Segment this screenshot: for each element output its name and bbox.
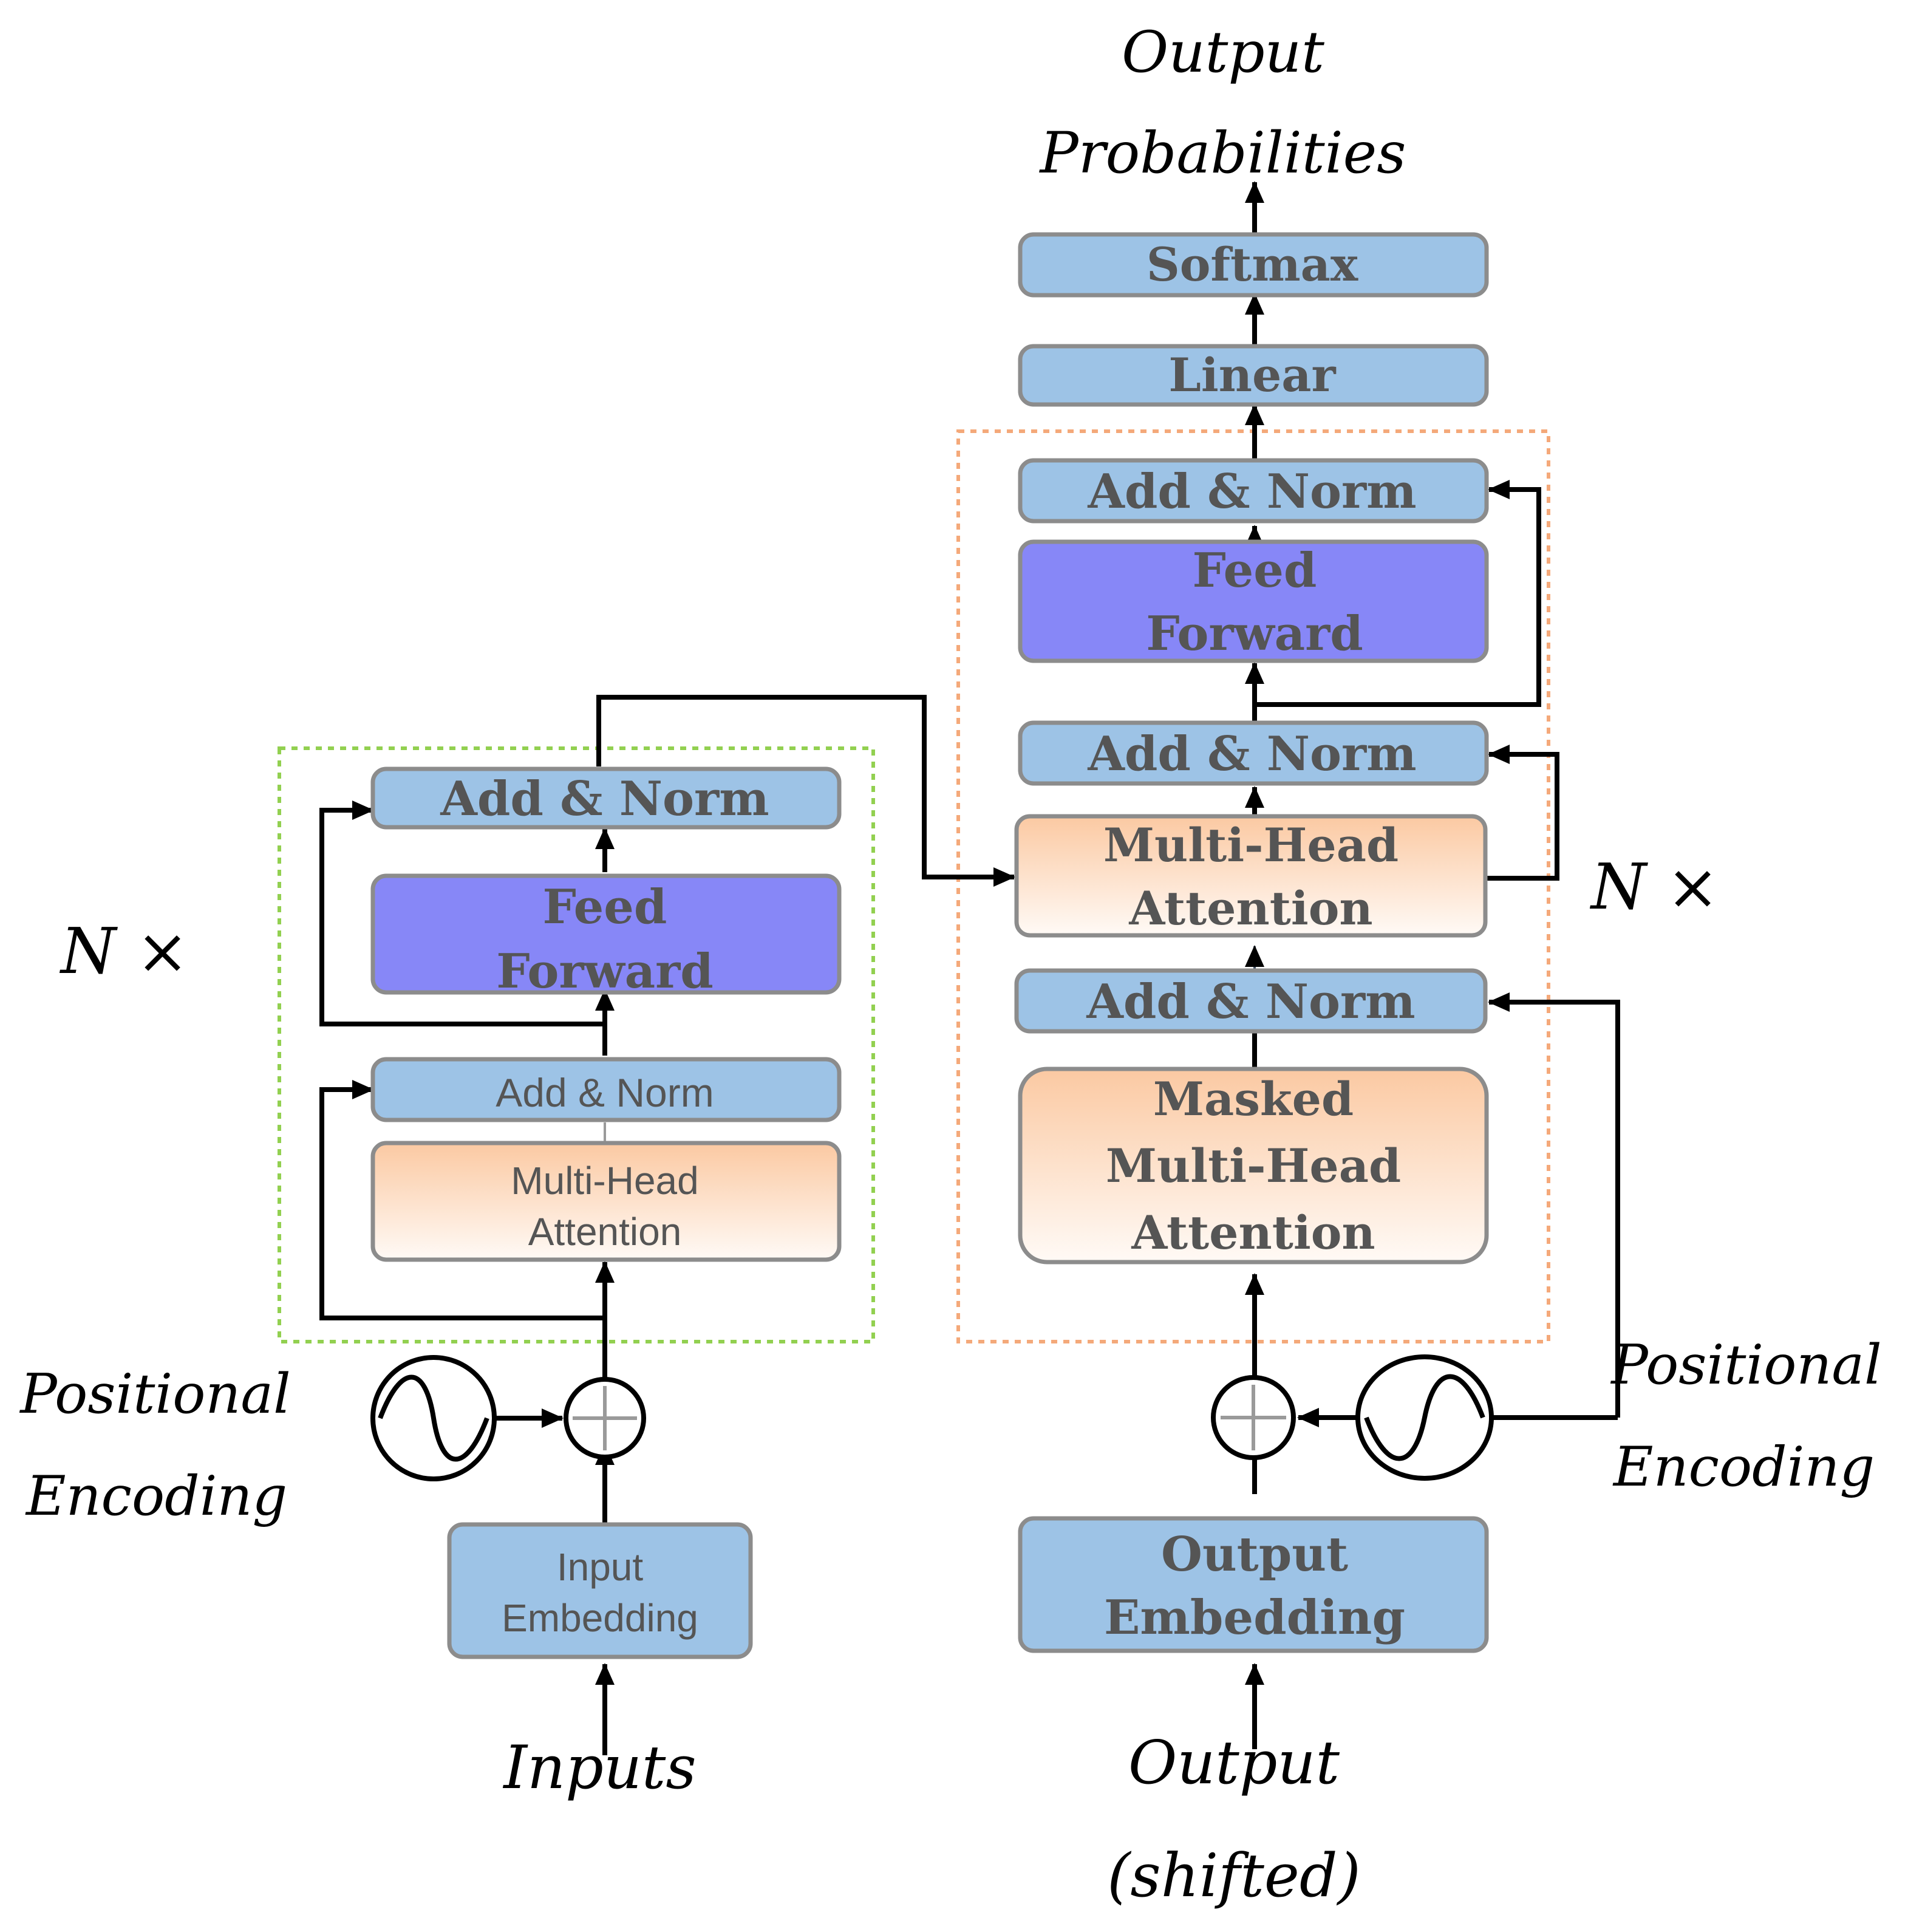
encoder-multi-head-attention: Multi-Head Attention bbox=[370, 1141, 842, 1262]
encoder-positional-line1: Positional bbox=[19, 1362, 291, 1426]
decoder-feed-forward-line2: Forward bbox=[1146, 606, 1363, 661]
encoder-add-norm-top-label: Add & Norm bbox=[440, 771, 769, 827]
encoder-positional-line2: Encoding bbox=[25, 1464, 287, 1528]
decoder-softmax: Softmax bbox=[1018, 232, 1489, 298]
decoder-add-norm-2-label: Add & Norm bbox=[1087, 726, 1416, 782]
encoder-add-norm-top: Add & Norm bbox=[370, 766, 842, 830]
decoder-add-norm-3: Add & Norm bbox=[1018, 458, 1489, 524]
input-embedding: Input Embedding bbox=[447, 1522, 753, 1659]
encoder-repeat-label: N × bbox=[59, 914, 189, 988]
output-probabilities-line1: Output bbox=[1122, 19, 1324, 86]
output-shifted-line1: Output bbox=[1128, 1729, 1340, 1798]
decoder-multi-head-attention: Multi-Head Attention bbox=[1014, 814, 1488, 938]
decoder-feed-forward: Feed Forward bbox=[1018, 539, 1489, 663]
decoder-attention-line2: Attention bbox=[1128, 881, 1372, 935]
input-embedding-line2: Embedding bbox=[502, 1596, 698, 1640]
decoder-add-norm-3-label: Add & Norm bbox=[1087, 464, 1416, 519]
encoder-connections bbox=[319, 695, 1015, 1755]
output-embedding-line1: Output bbox=[1161, 1527, 1348, 1582]
masked-line1: Masked bbox=[1153, 1072, 1354, 1126]
decoder-feed-forward-line1: Feed bbox=[1193, 543, 1317, 598]
decoder-linear: Linear bbox=[1018, 344, 1489, 407]
decoder-positional-sine-icon bbox=[1355, 1354, 1494, 1481]
linear-label: Linear bbox=[1168, 348, 1336, 402]
input-embedding-line1: Input bbox=[557, 1545, 644, 1589]
encoder-feed-forward-line2: Forward bbox=[496, 944, 714, 999]
decoder-repeat-label: N × bbox=[1589, 850, 1719, 924]
decoder-masked-multi-head-attention: Masked Multi-Head Attention bbox=[1018, 1067, 1489, 1265]
decoder-positional-line2: Encoding bbox=[1612, 1435, 1875, 1499]
inputs-label: Inputs bbox=[502, 1733, 696, 1803]
encoder-feed-forward-line1: Feed bbox=[543, 879, 667, 935]
encoder-attention-line1: Multi-Head bbox=[511, 1159, 698, 1203]
encoder-add-norm-bottom: Add & Norm bbox=[370, 1057, 842, 1122]
masked-line2: Multi-Head bbox=[1106, 1139, 1401, 1193]
output-shifted-line2: (shifted) bbox=[1107, 1842, 1361, 1911]
decoder-add-norm-2: Add & Norm bbox=[1018, 720, 1489, 786]
encoder-add-norm-bottom-label: Add & Norm bbox=[496, 1070, 714, 1115]
encoder-feed-forward: Feed Forward bbox=[370, 873, 842, 999]
encoder-attention-line2: Attention bbox=[528, 1210, 682, 1254]
softmax-label: Softmax bbox=[1147, 237, 1358, 292]
decoder-add-norm-1: Add & Norm bbox=[1014, 968, 1488, 1034]
encoder-add-icon bbox=[564, 1377, 646, 1459]
output-embedding: Output Embedding bbox=[1018, 1516, 1489, 1653]
decoder-positional-line1: Positional bbox=[1610, 1333, 1882, 1397]
decoder-add-icon bbox=[1211, 1375, 1296, 1460]
decoder-add-norm-1-label: Add & Norm bbox=[1086, 974, 1415, 1029]
decoder-connections bbox=[1245, 181, 1620, 1749]
masked-line3: Attention bbox=[1131, 1206, 1375, 1260]
output-probabilities-line2: Probabilities bbox=[1038, 120, 1406, 186]
output-embedding-line2: Embedding bbox=[1104, 1590, 1405, 1645]
encoder-frame bbox=[278, 746, 875, 1343]
encoder-positional-sine-icon bbox=[370, 1355, 497, 1481]
decoder-attention-line1: Multi-Head bbox=[1103, 818, 1399, 872]
